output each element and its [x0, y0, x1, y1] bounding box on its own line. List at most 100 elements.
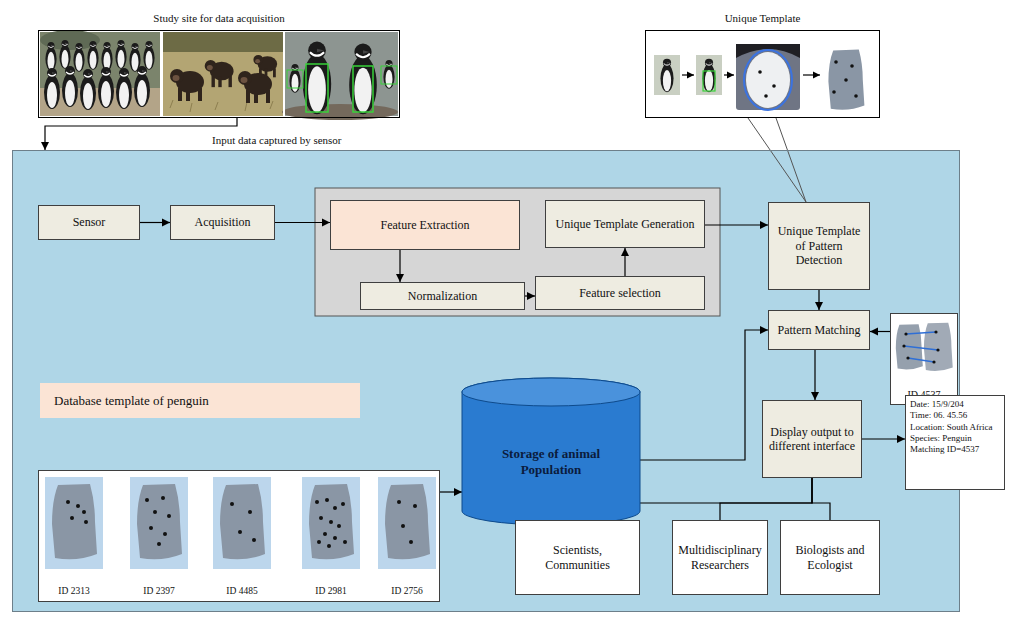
process-group — [315, 188, 720, 316]
info-line: Location: South Africa — [910, 422, 1000, 433]
chimpanzee-photo — [163, 32, 283, 116]
user-box: Scientists, Communities — [515, 520, 640, 595]
matched-template-art — [924, 323, 953, 371]
photo-frame: Study site for data acquisition — [38, 30, 400, 118]
box-label: Sensor — [73, 215, 106, 229]
database-templates — [161, 496, 165, 500]
database-templates — [238, 530, 242, 534]
database-templates — [45, 477, 103, 569]
chimpanzee-photo — [170, 69, 204, 101]
database-templates — [66, 500, 70, 504]
database-templates — [76, 504, 80, 508]
frame-heading: Unique Template — [646, 12, 879, 25]
matched-template-art — [904, 332, 907, 335]
database-templates — [333, 536, 337, 540]
connector-line — [748, 118, 806, 202]
database-templates — [157, 542, 161, 546]
matched-template-art — [936, 348, 939, 351]
template-steps — [828, 50, 864, 110]
process-box: Feature Extraction — [330, 200, 520, 250]
database-templates — [149, 526, 153, 530]
chimpanzee-photo — [205, 60, 234, 87]
flow-arrow — [399, 250, 400, 282]
box-label: Database template of penguin — [54, 393, 209, 409]
matched-template: ID 4537 — [890, 313, 958, 405]
frame-ground — [38, 470, 440, 602]
database-templates — [302, 477, 360, 569]
template-steps — [746, 52, 790, 108]
penguin-photo — [45, 42, 56, 71]
id-label: ID 2397 — [129, 586, 189, 597]
chimpanzee-photo — [163, 32, 283, 52]
flow-arrow — [525, 295, 535, 296]
cylinder-top — [462, 378, 640, 406]
box-label: Normalization — [408, 289, 477, 303]
template-database: ID 2313ID 2397ID 4485ID 2981ID 2756 — [38, 470, 440, 602]
panel-heading: Input data captured by sensor — [212, 134, 342, 147]
matched-template-art — [904, 346, 938, 350]
matched-template-art — [932, 360, 935, 363]
flow-arrow — [705, 224, 768, 225]
database-templates — [327, 544, 331, 548]
system-panel: Input data captured by sensorSensorAcqui… — [12, 150, 960, 612]
flow-arrow — [814, 350, 815, 400]
panel-ground — [12, 150, 960, 612]
box-label: Biologists and Ecologist — [786, 543, 874, 572]
database-templates — [341, 502, 345, 506]
flow-arrow — [818, 290, 819, 310]
id-label: ID 4485 — [212, 586, 272, 597]
penguin-photo — [101, 42, 112, 71]
box-label: Acquisition — [195, 215, 251, 229]
storage-cylinder: Storage of animal Population — [462, 378, 640, 525]
id-label: ID 2981 — [301, 586, 361, 597]
template-steps — [832, 90, 836, 94]
penguin-photo — [116, 68, 132, 109]
template-steps — [654, 44, 864, 110]
frame-heading: Study site for data acquisition — [39, 12, 399, 25]
database-templates — [401, 524, 405, 528]
process-box: Feature selection — [535, 276, 705, 310]
database-templates — [137, 484, 182, 559]
template-steps — [702, 59, 715, 93]
database-templates — [137, 484, 182, 559]
connector-line — [812, 478, 830, 520]
database-templates — [325, 498, 329, 502]
database-templates — [163, 532, 167, 536]
database-templates — [385, 484, 430, 559]
database-templates — [337, 524, 341, 528]
flow-arrow — [45, 118, 237, 150]
database-templates — [84, 520, 88, 524]
frame-ground — [645, 30, 880, 118]
database-templates — [153, 510, 157, 514]
database-templates — [333, 506, 337, 510]
template-steps — [703, 71, 715, 91]
box-label: Display output to different interface — [768, 425, 856, 454]
detection-photo — [303, 42, 331, 115]
template-steps — [682, 74, 694, 75]
database-templates — [378, 477, 436, 569]
frame-ground — [890, 313, 958, 405]
process-box: Acquisition — [170, 205, 275, 240]
detection-photo — [349, 43, 377, 114]
penguin-photo — [134, 66, 150, 107]
template-steps — [850, 64, 854, 68]
database-templates — [213, 477, 271, 569]
matched-template-art — [906, 332, 936, 334]
id-label: ID 2313 — [44, 586, 104, 597]
flow-arrow — [440, 491, 462, 492]
connector-line — [720, 478, 812, 520]
matched-template-art — [902, 344, 905, 347]
detection-photo — [381, 66, 397, 84]
box-label: Feature Extraction — [381, 218, 470, 232]
database-templates — [220, 484, 265, 559]
detection-photo — [282, 32, 398, 120]
database-templates — [52, 484, 97, 559]
database-templates — [315, 500, 319, 504]
penguin-photo — [98, 67, 114, 108]
database-templates — [130, 477, 188, 569]
info-line: Time: 06. 45.56 — [910, 410, 1000, 421]
detection-photo — [306, 64, 328, 112]
template-steps — [844, 78, 848, 82]
chimpanzee-photo — [163, 32, 283, 116]
database-templates — [220, 484, 265, 559]
